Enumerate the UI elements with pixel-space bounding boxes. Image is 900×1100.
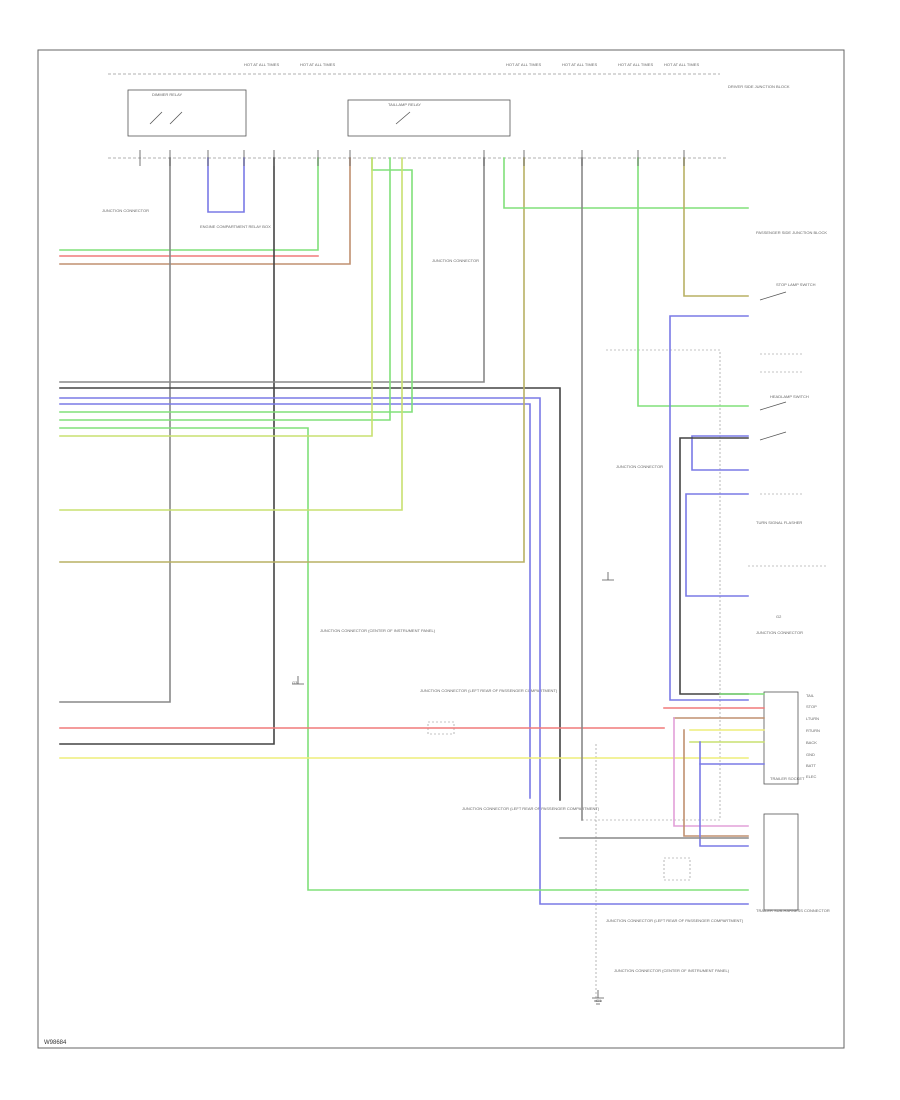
wire-blue-loop [207,157,245,213]
headlamp-switch-contact-2 [759,401,787,411]
trailer-subharness-box [763,813,799,911]
ground-label-3: G3 [292,680,298,685]
ground-symbols [292,572,614,1005]
wire-blue-2 [59,403,531,799]
wire-brown-2 [683,729,749,837]
wire-green-3 [59,157,391,421]
wire-blue-right-1 [669,315,749,701]
ground-label-2: G2 [776,614,782,619]
wire-olive-1 [59,157,525,563]
pin-label-stop: STOP [806,704,817,709]
wire-brown-1 [59,157,351,265]
wire-green-4 [59,427,749,891]
wire-dark-right [679,437,749,695]
trailer-subharness-label: TRAILER SUB-HARNESS CONNECTOR [756,908,830,913]
driver-junction-block-label: DRIVER SIDE JUNCTION BLOCK [728,84,790,89]
headlamp-switch-label: HEADLAMP SWITCH [770,394,809,399]
fuse-headers: HOT AT ALL TIMES HOT AT ALL TIMES HOT AT… [244,62,699,67]
wire-green-right-1 [503,157,749,209]
wire-blue-right-4 [699,741,749,847]
wire-grey-1 [59,157,171,703]
trailer-socket-pins: TAIL STOP LTURN RTURN BACK GND BATT ELEC [806,693,820,779]
wire-blue-right-2 [691,435,749,471]
junction-connector-label-1: JUNCTION CONNECTOR [102,208,149,213]
fuse-header-1: HOT AT ALL TIMES [244,62,279,67]
wire-green-2 [59,157,413,413]
ground-icon [592,990,604,1005]
relay-contact-symbol-2 [395,111,411,125]
diagram-code: W98684 [44,1040,67,1046]
junction-connector-label-4: JUNCTION CONNECTOR [616,464,663,469]
connector-ticks [139,150,685,166]
pin-label-back: BACK [806,740,817,745]
headlamp-switch-contact [759,431,787,441]
ground-icon [292,676,304,685]
passenger-junction-block-label: PASSENGER SIDE JUNCTION BLOCK [756,230,827,235]
wire-green-1 [59,157,319,251]
fuse-header-3: HOT AT ALL TIMES [506,62,541,67]
dimmer-relay-label: DIMMER RELAY [152,92,182,97]
junction-connector-label-6: JUNCTION CONNECTOR (LEFT REAR OF PASSENG… [420,688,558,693]
dimmer-relay-box [127,89,247,137]
taillamp-relay-box [347,99,511,137]
fuse-header-6: HOT AT ALL TIMES [664,62,699,67]
trailer-socket-label: TRAILER SOCKET [770,776,805,781]
wire-dark-2 [59,387,561,801]
engine-relay-box-label: ENGINE COMPARTMENT RELAY BOX [200,224,271,229]
junction-connector-label-7: JUNCTION CONNECTOR (LEFT REAR OF PASSENG… [462,806,600,811]
taillamp-relay-label: TAILLAMP RELAY [388,102,421,107]
fuse-header-2: HOT AT ALL TIMES [300,62,335,67]
pin-label-lturn: LTURN [806,716,819,721]
wire-yellow-green-2 [59,157,403,511]
stop-lamp-switch-label: STOP LAMP SWITCH [776,282,816,287]
wire-green-right-2 [637,157,749,407]
pin-label-tail: TAIL [806,693,815,698]
wire-blue-right-3 [685,493,749,597]
fuse-header-4: HOT AT ALL TIMES [562,62,597,67]
wire-blue-main [59,397,749,905]
stop-switch-contact [759,291,787,301]
pin-label-gnd: GND [806,752,815,757]
junction-connector-label-2: JUNCTION CONNECTOR [432,258,479,263]
diagram-frame [37,49,845,1049]
junction-connector-label-8: JUNCTION CONNECTOR (LEFT REAR OF PASSENG… [606,918,744,923]
junction-connector-label-9: JUNCTION CONNECTOR (CENTER OF INSTRUMENT… [614,968,730,973]
junction-connector-label-5: JUNCTION CONNECTOR (CENTER OF INSTRUMENT… [320,628,436,633]
ground-label-1: G1 [596,998,602,1003]
pin-label-elec: ELEC [806,774,817,779]
fuse-header-5: HOT AT ALL TIMES [618,62,653,67]
pin-label-batt: BATT [806,763,816,768]
pin-label-rturn: RTURN [806,728,820,733]
junction-connector-dash-2 [663,857,691,881]
turn-flasher-label: TURN SIGNAL FLASHER [756,520,802,525]
wire-pink-1 [673,717,749,827]
passenger-junction-outline [582,349,721,821]
wire-yellow-green-1 [59,157,373,437]
ground-icon [602,572,614,581]
wire-dark-1 [59,157,275,745]
trailer-socket-box [763,691,799,785]
wire-grey-2 [59,157,485,383]
relay-contact-symbol [149,111,183,125]
junction-connector-label-3: JUNCTION CONNECTOR [756,630,803,635]
wire-olive-right [683,157,749,297]
